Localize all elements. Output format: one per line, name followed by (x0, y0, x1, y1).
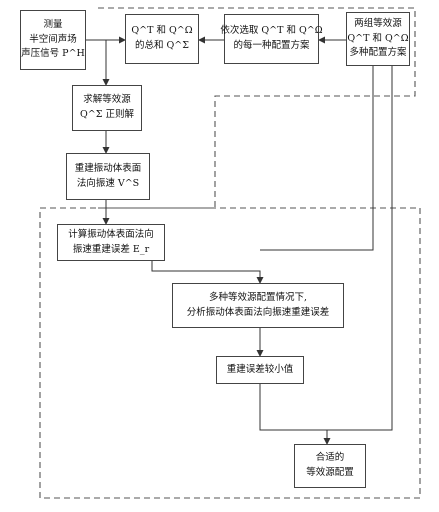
node-solve: 求解等效源 Q^Σ 正则解 (72, 85, 142, 131)
node-two-groups: 两组等效源 Q^T 和 Q^Ω 多种配置方案 (346, 12, 410, 66)
node-two-groups-line-1: 两组等效源 (354, 17, 402, 29)
node-analyze-line-1: 多种等效源配置情况下, (208, 291, 307, 303)
node-two-groups-line-2: Q^T 和 Q^Ω (347, 32, 409, 44)
node-sum: Q^T 和 Q^Ω 的总和 Q^Σ (125, 14, 199, 64)
node-suitable-line-1: 合适的 (315, 452, 345, 464)
node-rebuild-line-2: 法向振速 V^S (76, 177, 140, 189)
node-sum-line-1: Q^T 和 Q^Ω (131, 25, 193, 37)
node-solve-line-1: 求解等效源 (83, 94, 131, 106)
node-suitable-line-2: 等效源配置 (306, 467, 354, 478)
node-measure-line-2: 半空间声场 (29, 33, 77, 45)
edge-calcerror-to-analyze (151, 261, 264, 284)
lower-dashed-region (39, 207, 421, 499)
node-select: 依次选取 Q^T 和 Q^Ω 的每一种配置方案 (220, 14, 323, 64)
node-analyze: 多种等效源配置情况下, 分析振动体表面法向振速重建误差 (172, 283, 344, 328)
node-measure-line-1: 测量 (43, 18, 63, 30)
node-select-line-1: 依次选取 Q^T 和 Q^Ω (220, 25, 323, 37)
node-rebuild: 重建振动体表面 法向振速 V^S (66, 153, 150, 200)
node-calc-error-line-2: 振速重建误差 E_r (72, 243, 150, 255)
node-measure-line-3: 声压信号 P^H (21, 48, 85, 60)
node-min-error-line-1: 重建误差较小值 (226, 363, 294, 375)
node-min-error: 重建误差较小值 (216, 356, 304, 384)
node-suitable: 合适的 等效源配置 (294, 444, 366, 488)
upper-dashed-region (98, 7, 416, 209)
edge-twogroups-to-analyze (260, 66, 374, 251)
node-calc-error: 计算振动体表面法向 振速重建误差 E_r (57, 224, 165, 261)
node-two-groups-line-3: 多种配置方案 (349, 47, 407, 59)
node-sum-line-2: 的总和 Q^Σ (135, 40, 189, 51)
node-measure: 测量 半空间声场 声压信号 P^H (20, 10, 86, 70)
node-calc-error-line-1: 计算振动体表面法向 (68, 228, 154, 240)
node-select-line-2: 的每一种配置方案 (233, 40, 310, 51)
node-analyze-line-2: 分析振动体表面法向振速重建误差 (186, 306, 330, 318)
edge-minerror-to-suitable (259, 384, 331, 445)
node-rebuild-line-1: 重建振动体表面 (74, 162, 142, 174)
node-solve-line-2: Q^Σ 正则解 (80, 109, 134, 120)
edge-twogroups-to-suitable (327, 66, 393, 431)
